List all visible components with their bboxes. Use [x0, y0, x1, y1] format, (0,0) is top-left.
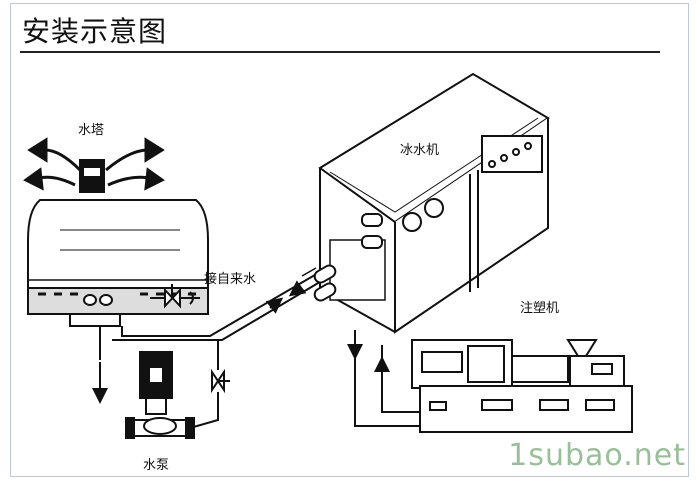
tap-water-valve — [150, 284, 200, 309]
pump-line-valve — [211, 368, 230, 394]
water-pump — [125, 351, 195, 439]
page-title: 安装示意图 — [22, 15, 168, 48]
chiller-label: 冰水机 — [400, 143, 440, 158]
cooling-tower-label: 水塔 — [78, 123, 105, 138]
cooling-tower — [27, 159, 209, 327]
airflow-arrows — [23, 137, 165, 191]
chiller-to-machine-pipes — [347, 330, 420, 427]
pipe-stub — [301, 267, 317, 277]
pipe-fitting — [313, 264, 337, 284]
title-divider — [20, 51, 660, 53]
pipe-network — [92, 271, 331, 429]
pump-label: 水泵 — [143, 458, 170, 473]
tap-water-label: 接自来水 — [204, 272, 257, 287]
flow-arrow — [265, 297, 284, 314]
injection-machine-label: 注塑机 — [520, 301, 560, 316]
injection-molding-machine — [411, 339, 633, 433]
flow-arrow — [288, 280, 307, 297]
watermark: 1subao.net — [508, 438, 686, 473]
chiller — [318, 72, 550, 334]
pipe-fitting — [313, 282, 337, 302]
